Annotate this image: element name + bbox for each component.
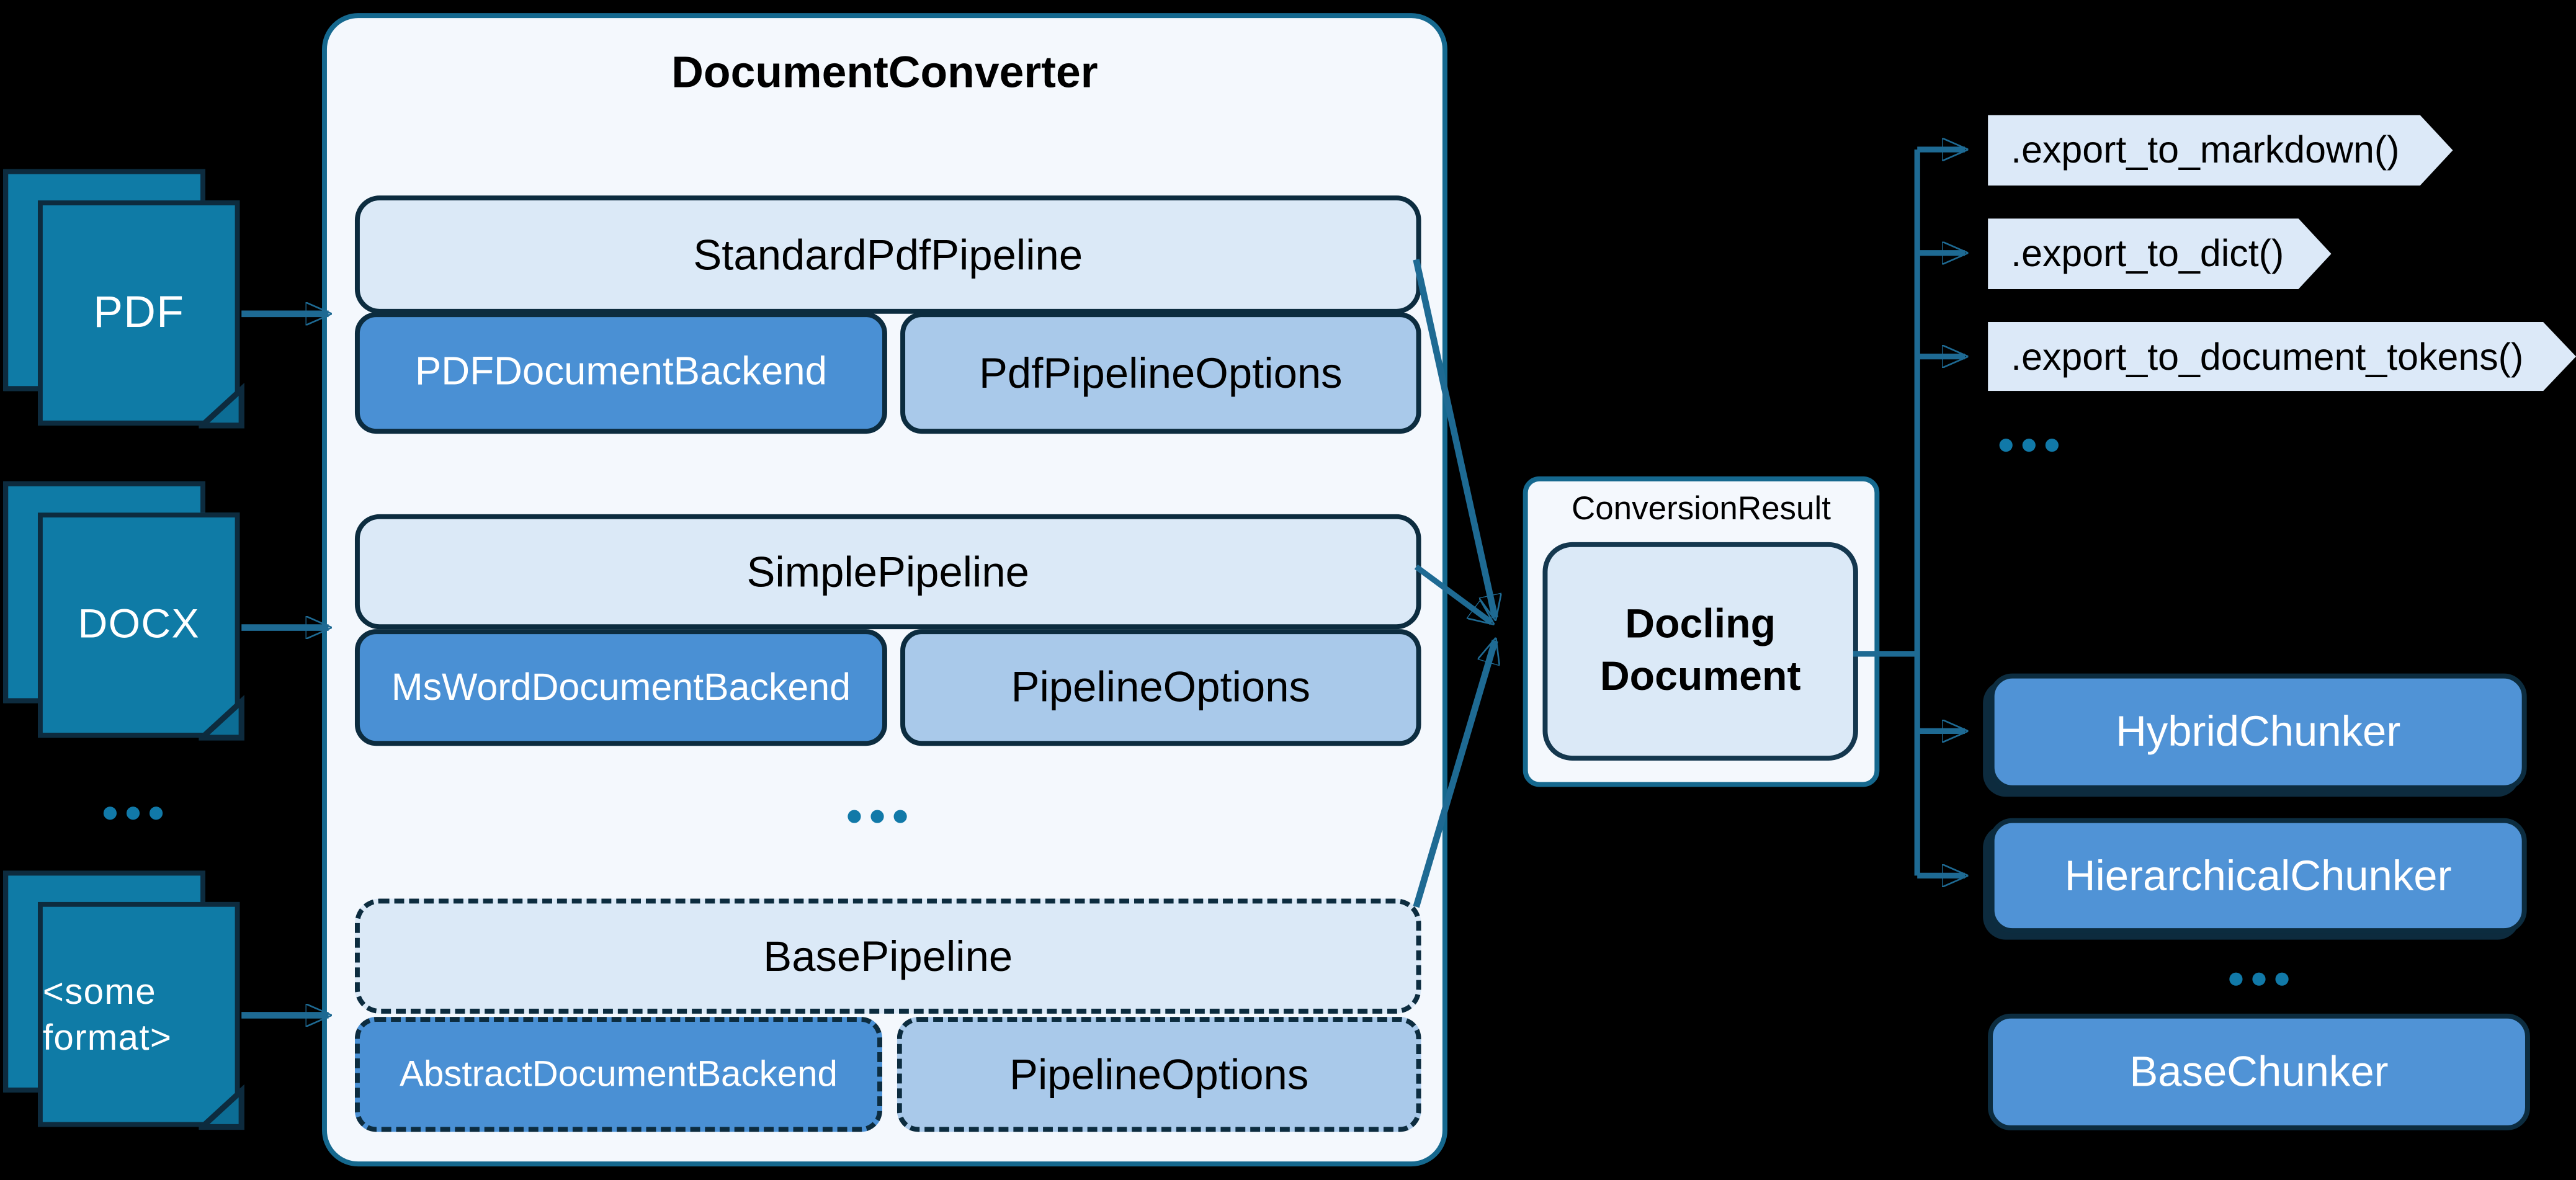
pipelines-ellipsis-icon (847, 810, 907, 823)
simple-pipeline-options-box: PipelineOptions (900, 629, 1421, 746)
base-pipeline-options-label: PipelineOptions (1009, 1048, 1309, 1099)
pdf-document-backend-label: PDFDocumentBackend (414, 350, 827, 395)
pdf-label: PDF (93, 287, 185, 337)
base-chunker-label: BaseChunker (2129, 1046, 2389, 1096)
base-chunker-box: BaseChunker (1988, 1013, 2530, 1130)
abstract-document-backend-box: AbstractDocumentBackend (354, 1017, 882, 1132)
pdf-pipeline-options-label: PdfPipelineOptions (979, 347, 1343, 397)
pdf-document-icon: PDF (3, 169, 244, 429)
pdf-front-page-icon: PDF (38, 200, 240, 426)
hierarchical-chunker-label: HierarchicalChunker (2064, 850, 2452, 900)
base-pipeline-options-box: PipelineOptions (897, 1017, 1421, 1132)
docling-document-label: Docling Document (1599, 601, 1801, 699)
chunkers-ellipsis-icon (2229, 972, 2289, 986)
docx-document-icon: DOCX (3, 481, 244, 741)
standard-pdf-pipeline-box: StandardPdfPipeline (354, 195, 1421, 314)
pdf-pipeline-options-box: PdfPipelineOptions (900, 312, 1421, 434)
msword-document-backend-label: MsWordDocumentBackend (391, 665, 851, 708)
docling-document-box: Docling Document (1542, 542, 1858, 761)
export-to-document-tokens-chevron: .export_to_document_tokens() (1988, 322, 2576, 391)
some-format-document-icon: <some format> (3, 870, 244, 1130)
simple-pipeline-options-label: PipelineOptions (1011, 662, 1310, 712)
export-to-markdown-chevron: .export_to_markdown() (1988, 115, 2453, 185)
docx-label: DOCX (78, 601, 200, 648)
some-format-label: <some format> (42, 970, 172, 1057)
export-to-markdown-label: .export_to_markdown() (2011, 128, 2400, 171)
some-format-front-page-icon: <some format> (38, 902, 240, 1127)
export-to-document-tokens-label: .export_to_document_tokens() (2011, 334, 2524, 377)
pdf-document-backend-box: PDFDocumentBackend (354, 312, 887, 434)
base-pipeline-label: BasePipeline (763, 931, 1013, 980)
docx-front-page-icon: DOCX (38, 512, 240, 738)
page-fold-icon (199, 383, 244, 429)
page-fold-icon (199, 695, 244, 741)
msword-document-backend-box: MsWordDocumentBackend (354, 629, 887, 746)
hybrid-chunker-label: HybridChunker (2116, 706, 2401, 756)
standard-pdf-pipeline-label: StandardPdfPipeline (693, 229, 1083, 279)
hybrid-chunker-box: HybridChunker (1989, 673, 2527, 790)
simple-pipeline-box: SimplePipeline (354, 514, 1421, 630)
exports-ellipsis-icon (1999, 439, 2059, 452)
document-converter-title: DocumentConverter (671, 47, 1098, 97)
simple-pipeline-label: SimplePipeline (746, 546, 1029, 596)
export-to-dict-chevron: .export_to_dict() (1988, 218, 2331, 289)
base-pipeline-box: BasePipeline (354, 898, 1421, 1014)
hierarchical-chunker-box: HierarchicalChunker (1989, 818, 2527, 934)
inputs-ellipsis-icon (103, 807, 163, 820)
export-to-dict-label: .export_to_dict() (2011, 231, 2284, 275)
page-fold-icon (199, 1084, 244, 1130)
conversion-result-label: ConversionResult (1571, 491, 1831, 528)
abstract-document-backend-label: AbstractDocumentBackend (400, 1053, 838, 1094)
